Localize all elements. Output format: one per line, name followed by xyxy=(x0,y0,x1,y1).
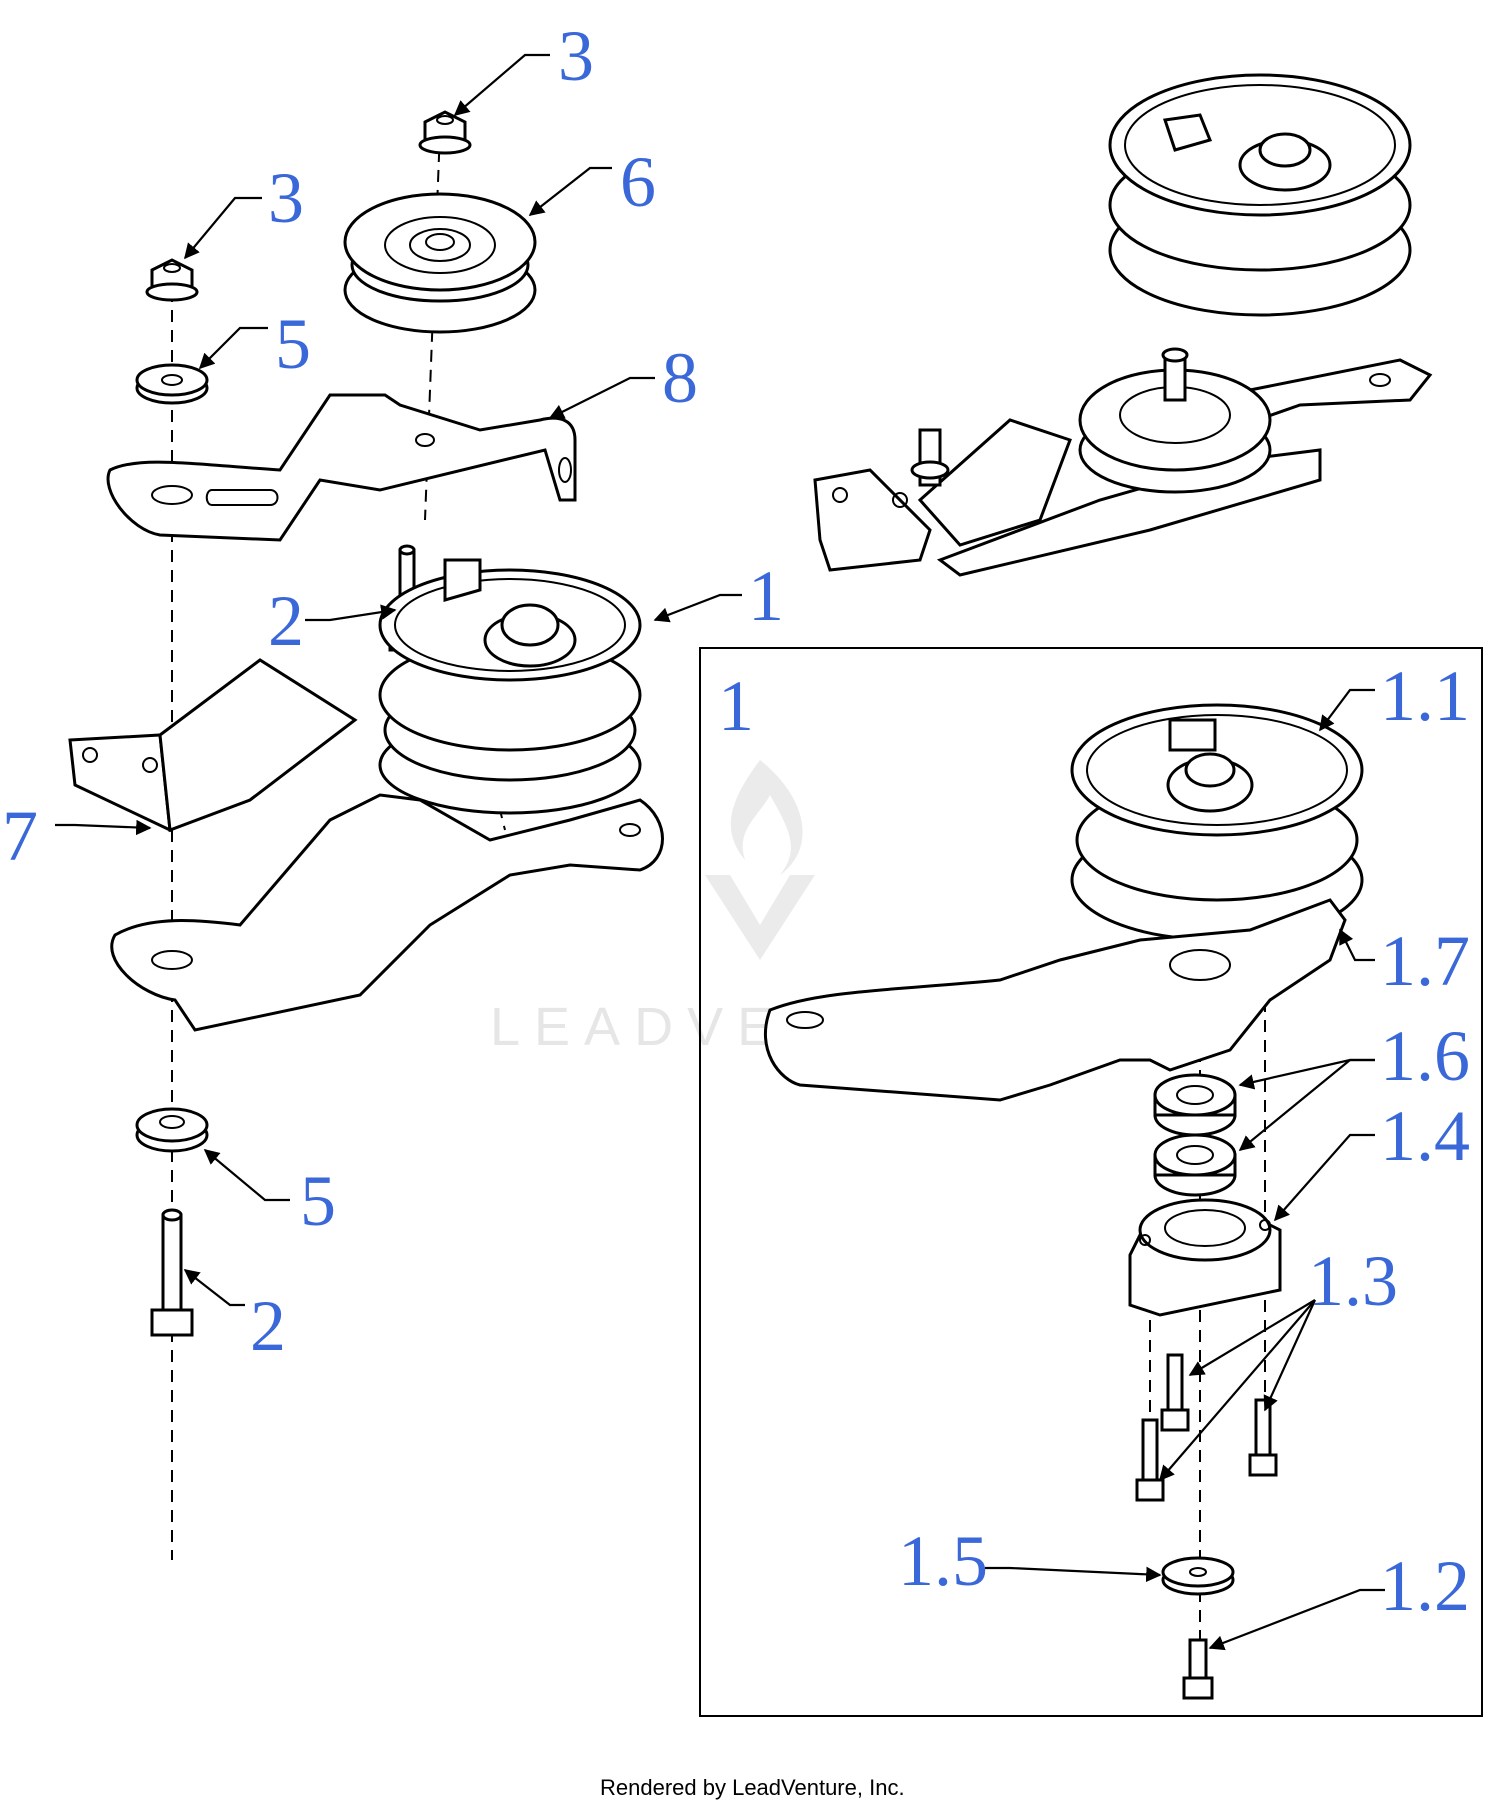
callout-1-1: 1.1 xyxy=(1380,656,1470,736)
callout-1-3: 1.3 xyxy=(1308,1241,1398,1321)
nut-upper xyxy=(418,110,472,155)
bolt-lower xyxy=(150,1208,194,1337)
callout-1: 1 xyxy=(748,556,784,636)
assembled-view xyxy=(813,73,1433,577)
callout-1-4: 1.4 xyxy=(1380,1096,1470,1176)
washer-lower xyxy=(135,1107,209,1153)
callout-1-5: 1.5 xyxy=(898,1521,988,1601)
pulley-assembly-1 xyxy=(378,558,642,815)
callout-2-upper: 2 xyxy=(268,581,304,661)
callout-1-7: 1.7 xyxy=(1380,921,1470,1001)
inset-frame xyxy=(699,647,1483,1717)
idler-arm xyxy=(110,793,664,1032)
inset-screws-1-3 xyxy=(1135,1353,1278,1502)
inset-arm-1-7 xyxy=(764,898,1347,1102)
bracket-8 xyxy=(106,393,577,542)
inset-washer-1-5 xyxy=(1161,1556,1235,1596)
idler-pulley-6 xyxy=(343,192,537,334)
callout-7: 7 xyxy=(2,796,38,876)
footer-credit: Rendered by LeadVenture, Inc. xyxy=(600,1775,905,1800)
callout-5-upper: 5 xyxy=(275,304,311,384)
plate-7 xyxy=(68,658,358,833)
inset-housing-1-4 xyxy=(1128,1198,1282,1317)
nut-left xyxy=(145,258,199,302)
inset-bolt-1-2 xyxy=(1182,1638,1214,1700)
inset-bearing-lower xyxy=(1153,1133,1237,1197)
leader-lines xyxy=(55,53,1385,1651)
callout-5-lower: 5 xyxy=(300,1161,336,1241)
inset-bearing-upper xyxy=(1153,1073,1237,1137)
callout-8: 8 xyxy=(662,338,698,418)
washer-upper xyxy=(135,363,209,405)
inset-title: 1 xyxy=(718,666,754,746)
inset-pulley-1-1 xyxy=(1070,703,1364,942)
callout-1-6: 1.6 xyxy=(1380,1016,1470,1096)
callout-1-2: 1.2 xyxy=(1380,1546,1470,1626)
watermark-logo xyxy=(705,760,815,960)
callout-2-lower: 2 xyxy=(250,1286,286,1366)
callout-3-left: 3 xyxy=(268,158,304,238)
callout-6: 6 xyxy=(620,142,656,222)
callout-3-upper: 3 xyxy=(558,16,594,96)
